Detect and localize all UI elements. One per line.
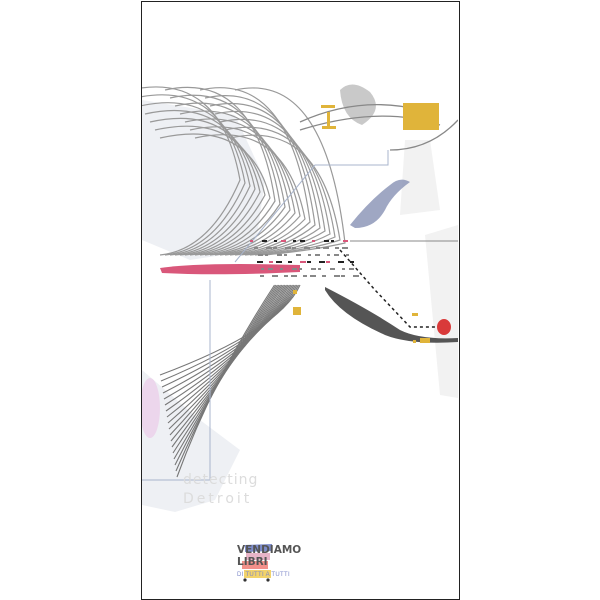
grid-mark [257,261,263,263]
grid-mark [254,247,258,249]
grid-mark [299,268,302,270]
grid-mark [265,254,268,256]
fan-lines [159,284,301,478]
publisher-tagline: DI TUTTI A TUTTI [237,572,290,578]
connector-lines [142,150,458,481]
pink-stroke [160,264,300,275]
grid-mark [292,268,297,270]
cover-title-line2: Detroit [183,491,253,507]
red-dot [437,319,451,335]
swirl-line [219,118,331,256]
dotted-path [339,249,440,328]
grid-mark [335,247,339,249]
grid-mark [284,254,287,256]
grid-mark [346,254,349,256]
grid-mark [277,254,282,256]
grid-mark [310,275,316,277]
grid-mark [353,275,359,277]
grid-mark [261,268,264,270]
swirl-line [199,87,311,256]
map-grid [250,240,359,277]
swirl-line [234,87,346,256]
grid-mark [341,275,345,277]
grid-mark [276,261,282,263]
grid-mark [319,261,325,263]
grid-mark [307,261,311,263]
publisher-logo-icon [242,544,272,582]
grid-mark [281,240,286,242]
gray-smudge [340,84,376,125]
grid-mark [284,275,288,277]
grid-mark [308,254,311,256]
swirl-line [194,134,306,256]
swirl-line [169,94,281,256]
grid-mark [266,247,272,249]
grid-mark [334,254,339,256]
grid-mark [304,247,310,249]
fan-line [176,284,275,478]
grid-mark [292,247,296,249]
grid-mark [250,240,253,242]
grid-mark [268,268,273,270]
swirl-lines [142,86,346,256]
swirl-line [159,133,271,256]
swirl-line [224,126,336,256]
violet-blob [142,378,160,438]
grid-mark [312,240,315,242]
gold-block [403,103,439,130]
grid-mark [269,261,273,263]
slate-brush-stroke [350,179,410,228]
grid-mark [280,268,283,270]
grid-mark [327,254,330,256]
grid-mark [331,240,334,242]
grid-mark [291,275,297,277]
grid-mark [315,254,320,256]
grid-mark [323,247,329,249]
grid-mark [316,247,320,249]
swirl-line [154,125,266,256]
grid-mark [342,247,348,249]
grid-mark [343,240,348,242]
grid-mark [293,240,296,242]
grid-mark [330,268,335,270]
grid-mark [274,240,277,242]
grid-mark [349,268,354,270]
grid-mark [260,275,264,277]
grid-mark [300,240,305,242]
grid-mark [342,268,345,270]
grid-mark [322,275,326,277]
grid-mark [338,261,344,263]
publisher-name-line1: VENDIAMO [237,544,302,556]
grid-mark [334,275,340,277]
grid-mark [285,247,291,249]
grid-mark [326,261,330,263]
grid-mark [273,247,277,249]
swirl-line [229,134,341,256]
grid-mark [262,240,267,242]
swirl-line [214,110,326,256]
dark-brush-stroke [325,287,458,343]
grid-mark [350,261,354,263]
grid-mark [300,261,306,263]
gold-marks [293,105,430,343]
grid-mark [318,268,321,270]
grid-mark [303,275,307,277]
swirl-line [174,102,286,256]
swirl-line [164,86,276,256]
grid-mark [272,275,278,277]
cover-title-line1: detecting [183,472,259,488]
grid-mark [258,254,263,256]
grid-mark [296,254,301,256]
grid-mark [324,240,329,242]
grid-mark [311,268,316,270]
grid-mark [288,261,292,263]
publisher-name-line2: LIBRI [237,556,268,568]
